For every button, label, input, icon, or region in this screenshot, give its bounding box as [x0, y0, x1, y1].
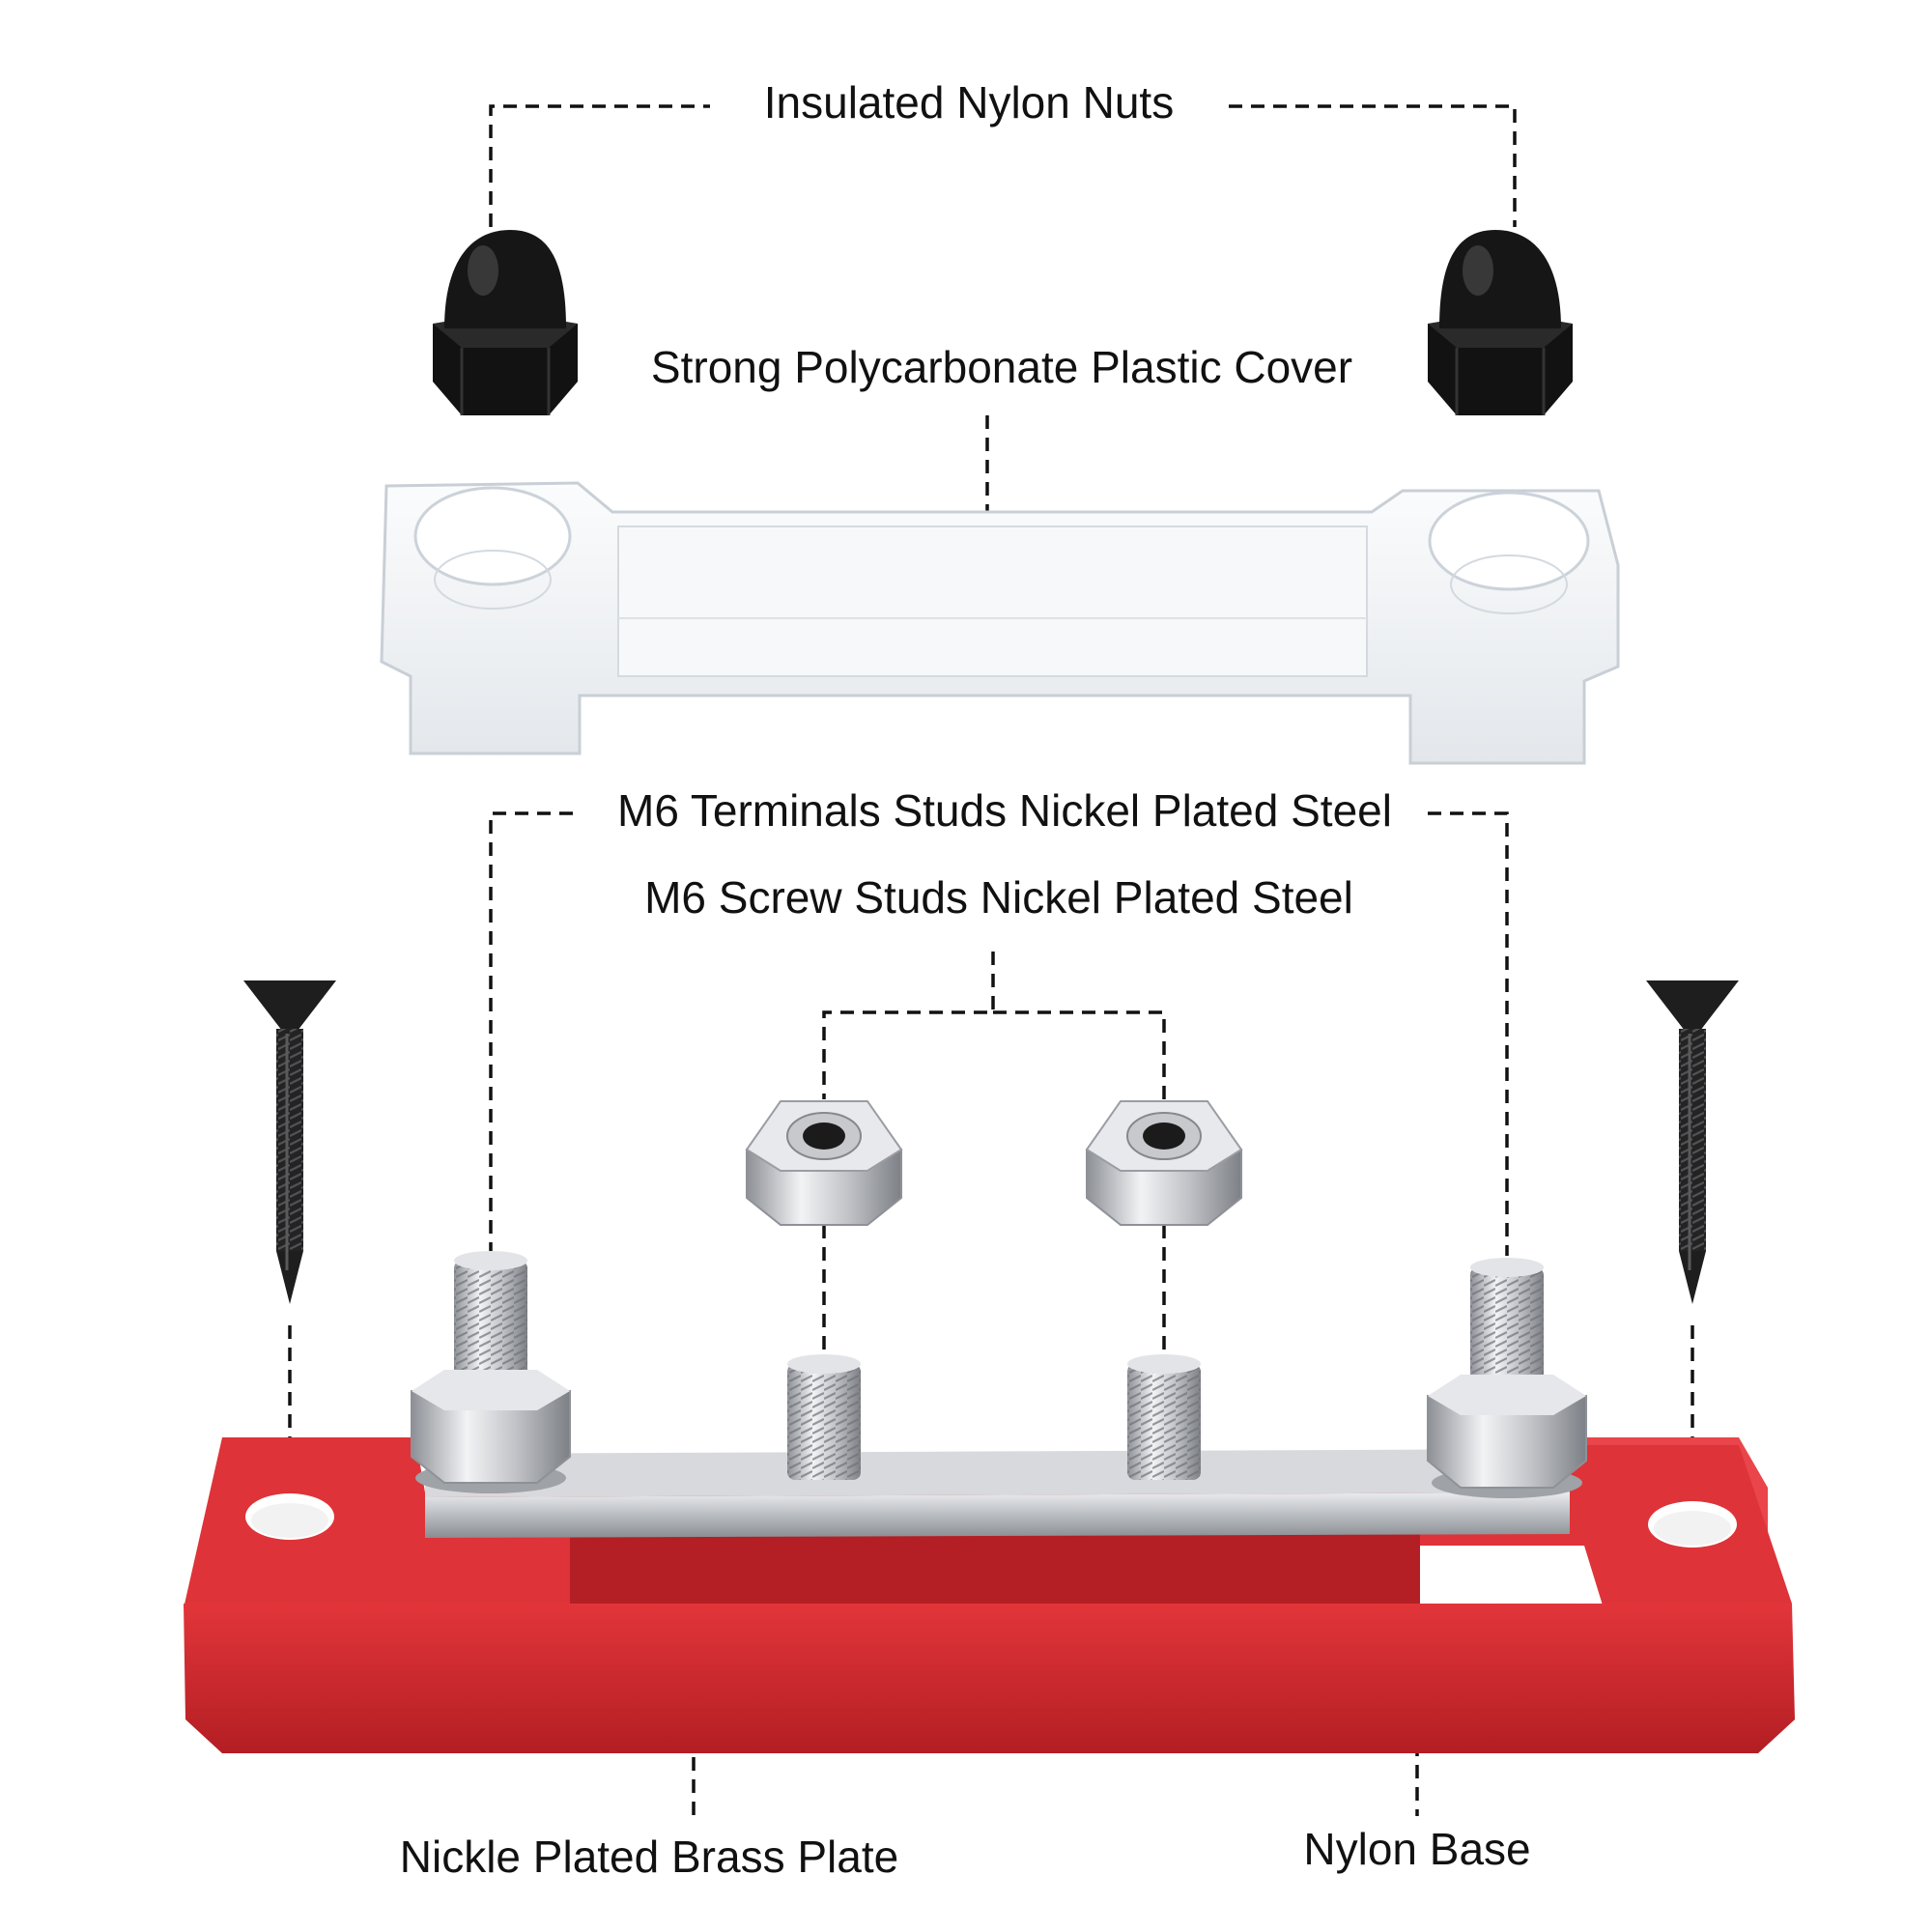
hex-nut-icon [1085, 1100, 1243, 1226]
label-nylon-base: Nylon Base [1303, 1824, 1530, 1874]
label-screw-studs: M6 Screw Studs Nickel Plated Steel [644, 872, 1353, 923]
cap-nut-icon [1428, 230, 1573, 415]
label-terminal-studs: M6 Terminals Studs Nickel Plated Steel [617, 785, 1392, 836]
plastic-cover [380, 481, 1620, 765]
hex-nut-icon [745, 1100, 903, 1226]
cap-nut-icon [433, 230, 578, 415]
brass-plate [425, 1449, 1570, 1538]
threaded-stud-icon [787, 1354, 861, 1480]
label-brass-plate: Nickle Plated Brass Plate [400, 1832, 898, 1882]
wood-screw-icon [1646, 980, 1739, 1304]
leader-screw-studs [822, 952, 1166, 1357]
threaded-stud-icon [411, 1251, 571, 1493]
threaded-stud-icon [1427, 1258, 1587, 1498]
wood-screw-icon [243, 980, 336, 1304]
threaded-stud-icon [1127, 1354, 1201, 1480]
label-cover: Strong Polycarbonate Plastic Cover [651, 342, 1352, 392]
leader-terminal-studs [489, 811, 1509, 1256]
label-nylon-nuts: Insulated Nylon Nuts [764, 77, 1174, 128]
leader-nylon-nuts [489, 104, 1517, 227]
